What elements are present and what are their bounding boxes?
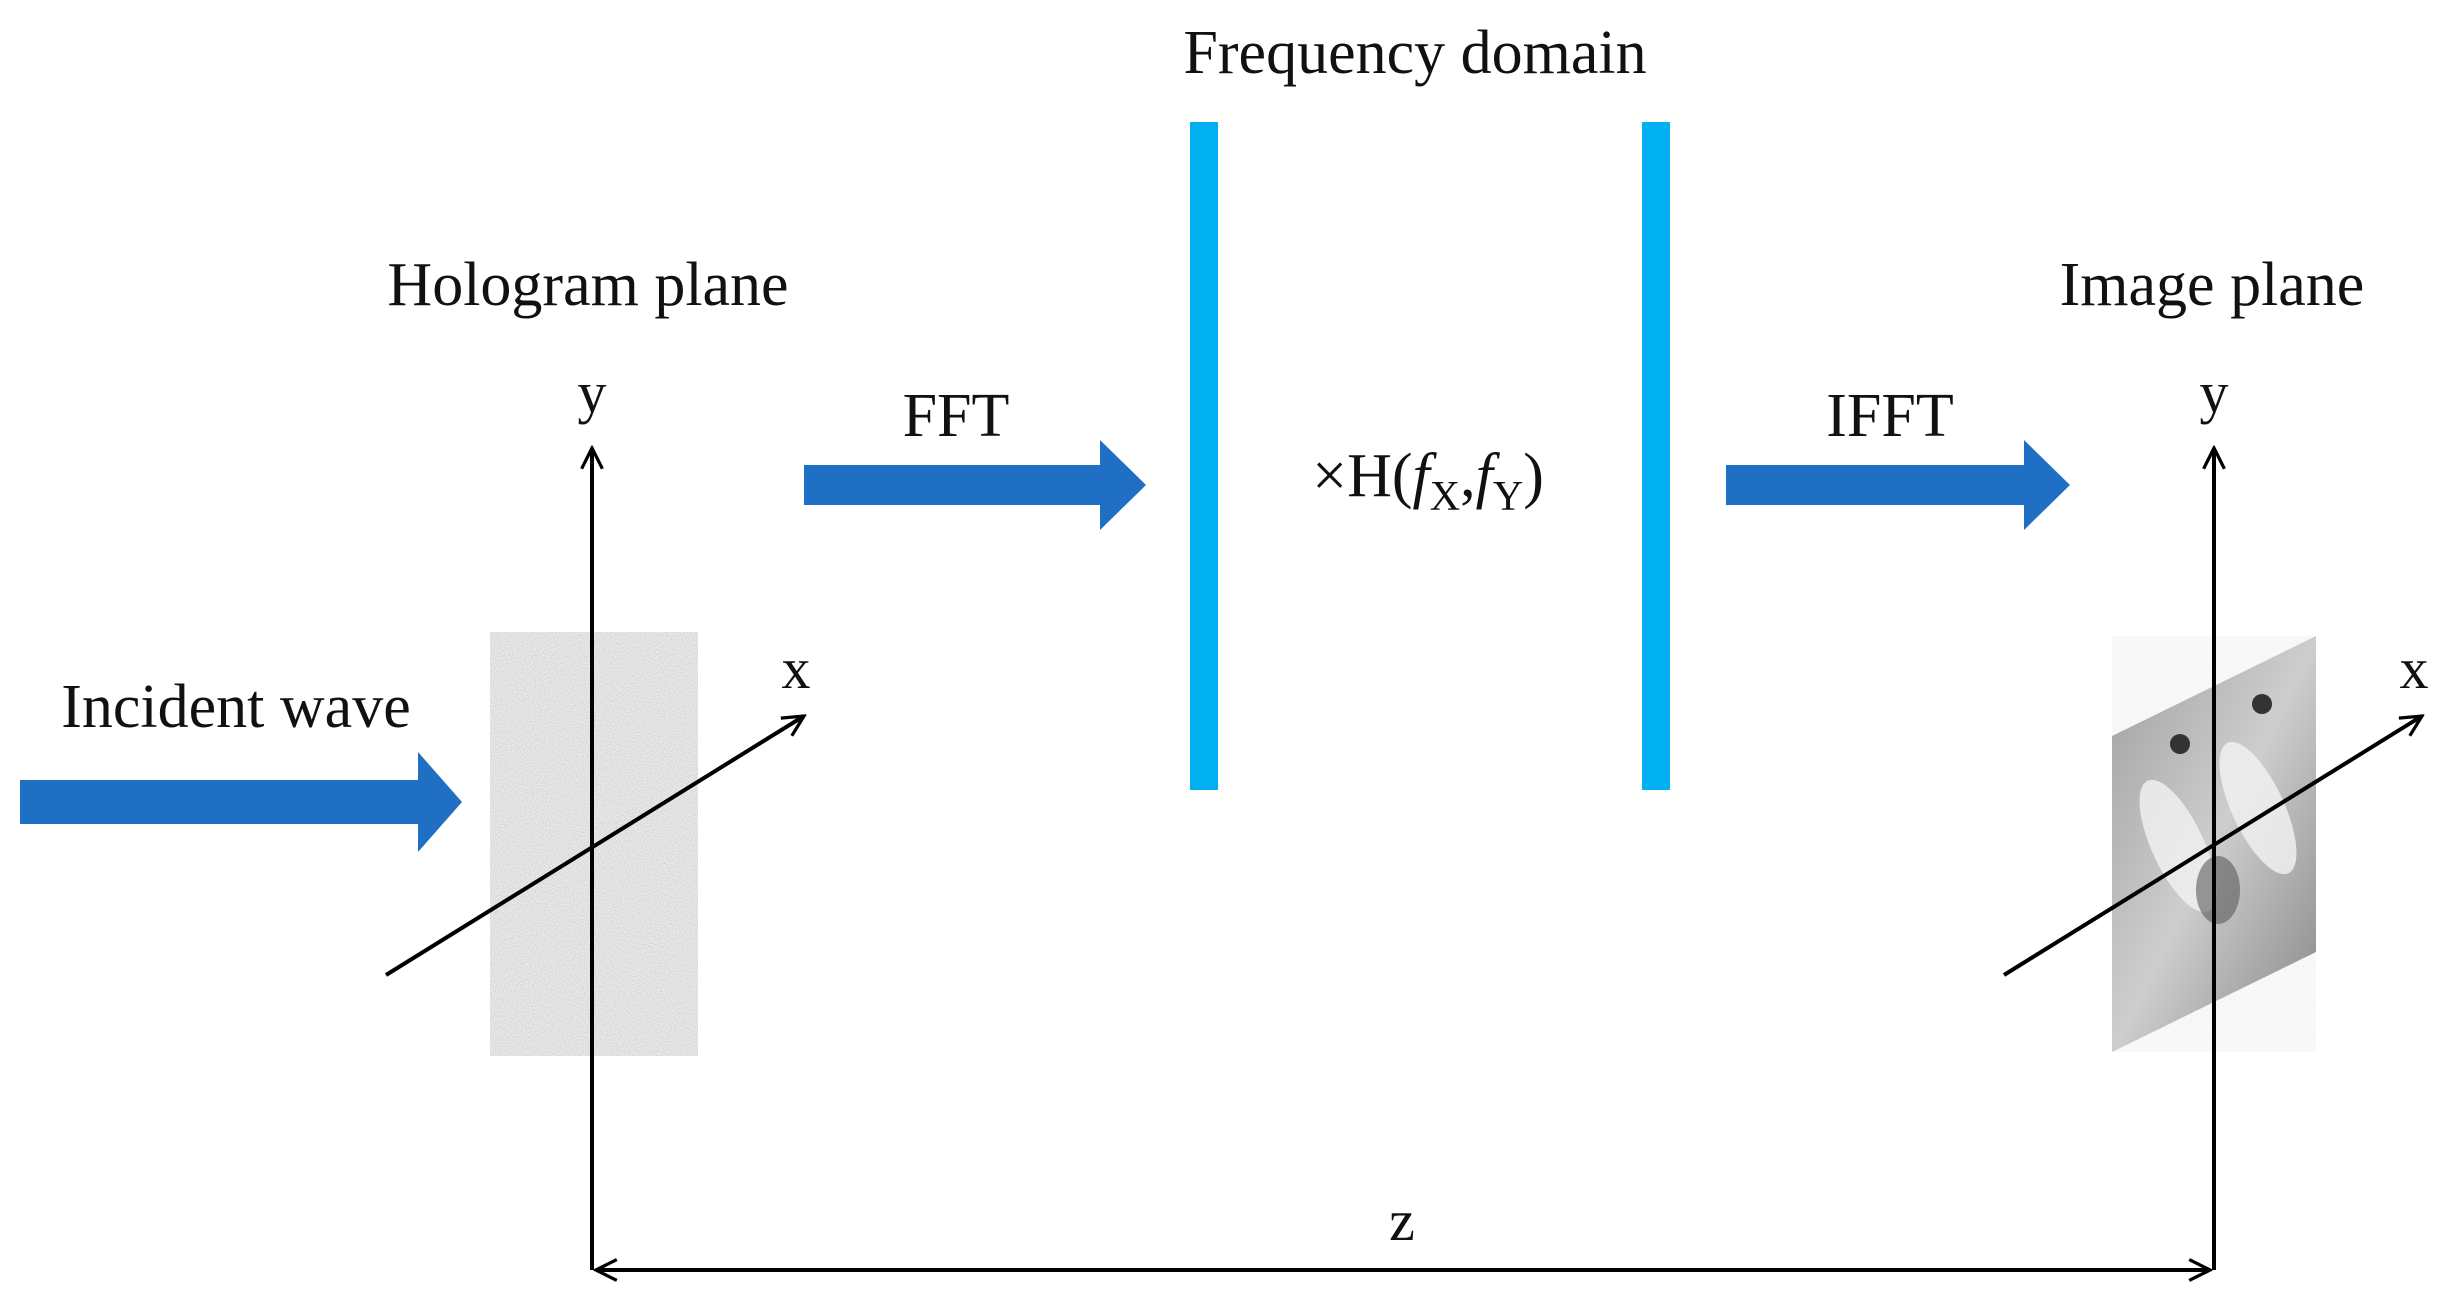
formula-separator: , (1460, 442, 1476, 510)
frequency-domain-title: Frequency domain (1183, 19, 1646, 87)
hologram-plane-title: Hologram plane (387, 251, 788, 319)
formula-suffix: ) (1523, 442, 1544, 510)
image-plane-title: Image plane (2060, 251, 2365, 319)
image-x-axis (2002, 716, 2422, 977)
incident-wave-arrow (20, 752, 462, 852)
frequency-bar-right (1642, 122, 1670, 790)
incident-wave-label: Incident wave (61, 673, 410, 741)
image-y-label: y (2200, 360, 2229, 425)
fft-label: FFT (903, 382, 1010, 450)
hologram-axes (384, 448, 804, 1270)
image-axes (2002, 448, 2422, 1270)
distance-label: z (1389, 1188, 1415, 1253)
image-plane-picture (2112, 636, 2316, 1052)
formula-prefix: ×H( (1312, 442, 1412, 510)
formula-fy-subscript: Y (1493, 474, 1523, 520)
hologram-x-axis (384, 716, 804, 977)
fft-arrow (804, 440, 1146, 530)
hologram-y-label: y (578, 360, 607, 425)
ifft-label: IFFT (1826, 382, 1953, 450)
hologram-x-label: x (782, 636, 811, 701)
transfer-function-formula: ×H(fX,fY) (1312, 442, 1544, 520)
image-x-label: x (2400, 636, 2429, 701)
formula-fx-subscript: X (1430, 474, 1460, 520)
frequency-bar-left (1190, 122, 1218, 790)
ifft-arrow (1726, 440, 2070, 530)
